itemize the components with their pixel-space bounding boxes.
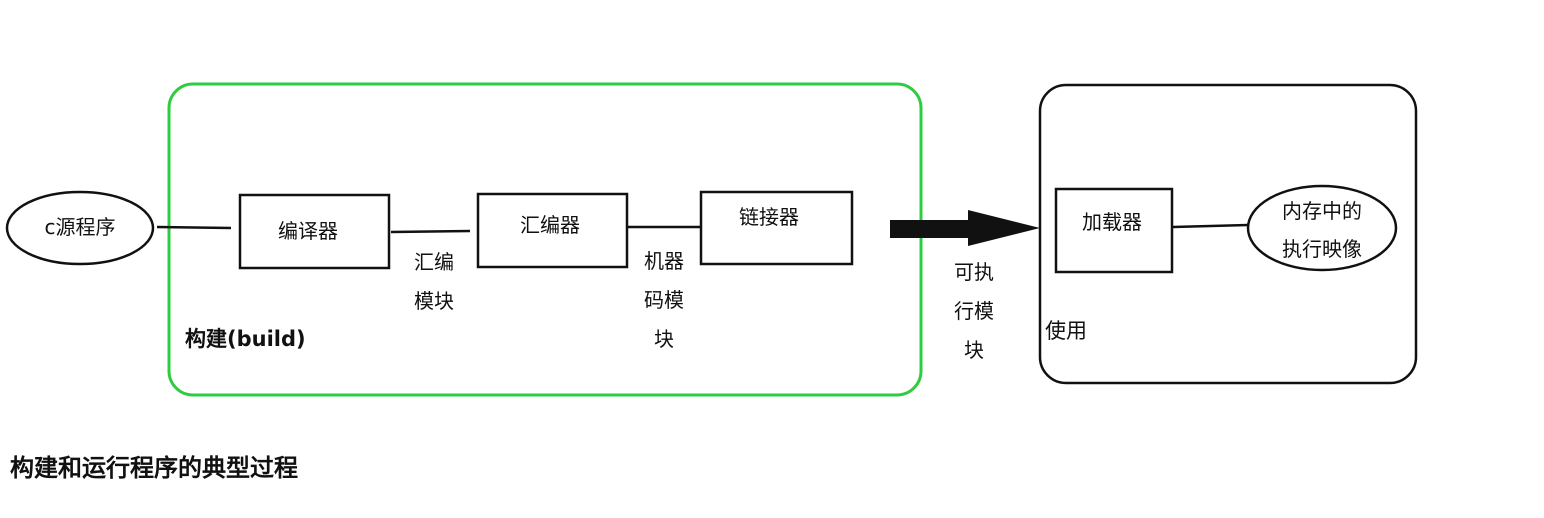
linker-box — [699, 190, 854, 266]
diagram-caption: 构建和运行程序的典型过程 — [10, 454, 298, 482]
compiler-box — [238, 193, 391, 270]
linker-label: 链接器 — [739, 205, 799, 229]
loader-label: 加载器 — [1082, 210, 1142, 234]
memory-image-label-line-1: 内存中的 — [1282, 199, 1362, 223]
connector-compiler-assembler — [390, 229, 471, 234]
memory-image-node — [1246, 184, 1398, 272]
source-program-label: c源程序 — [45, 215, 116, 239]
source-program-node — [5, 190, 155, 266]
connector-source-compiler — [156, 225, 232, 230]
compiler-label: 编译器 — [278, 219, 338, 243]
loader-box — [1054, 187, 1174, 274]
assembly-module-label-line-1: 汇编 — [414, 250, 454, 274]
machine-code-module-label-line-1: 机器 — [644, 249, 684, 273]
build-group-frame — [167, 82, 923, 397]
machine-code-module-label-line-2: 码模 — [644, 288, 684, 312]
executable-arrow — [890, 210, 1040, 246]
connector-loader-memory — [1172, 223, 1249, 229]
assembly-module-label-line-2: 模块 — [414, 289, 454, 313]
assembler-label: 汇编器 — [520, 213, 580, 237]
executable-module-label-line-2: 行模 — [954, 299, 994, 323]
machine-code-module-label-line-3: 块 — [654, 327, 674, 351]
memory-image-label-line-2: 执行映像 — [1282, 237, 1362, 261]
use-group-frame — [1038, 83, 1418, 385]
build-group-label: 构建(build) — [185, 327, 306, 351]
executable-module-label-line-1: 可执 — [954, 260, 994, 284]
executable-module-label-line-3: 块 — [964, 338, 984, 362]
use-group-label: 使用 — [1045, 319, 1087, 343]
assembler-box — [476, 192, 629, 269]
